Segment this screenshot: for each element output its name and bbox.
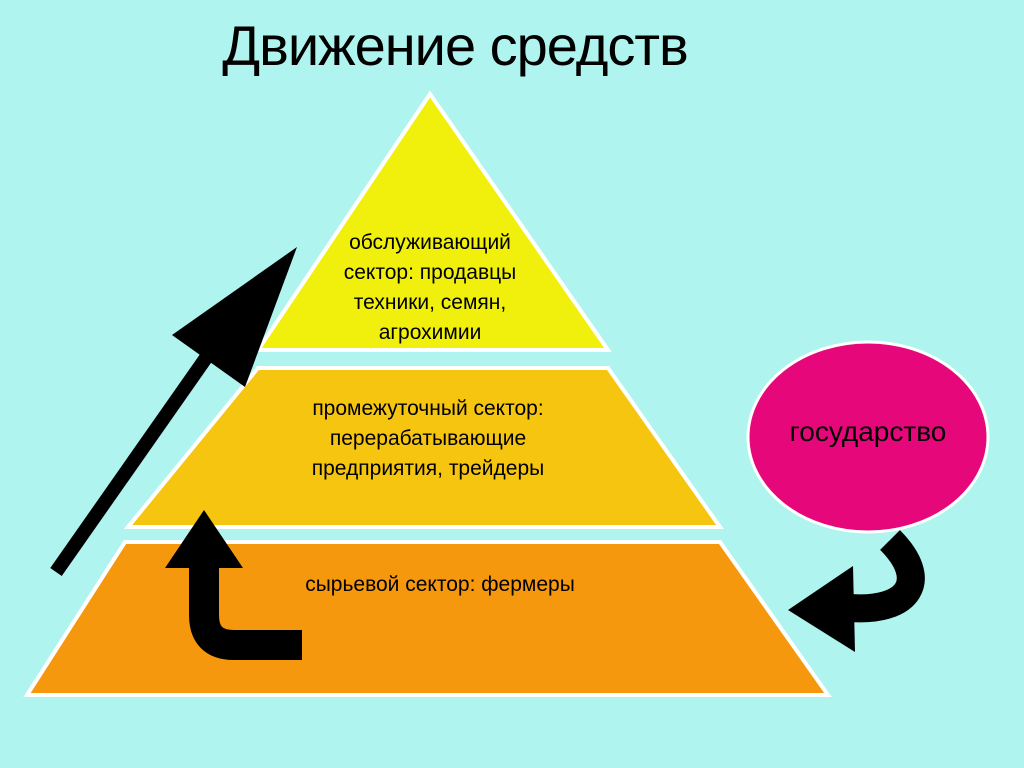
upward-arrow-icon xyxy=(50,247,297,577)
bent-up-arrow-icon xyxy=(165,510,302,660)
tier-middle-label: промежуточный сектор: перерабатывающие п… xyxy=(311,397,545,480)
tier-top-label: обслуживающий сектор: продавцы техники, … xyxy=(343,231,517,344)
tier-bottom-label: сырьевой сектор: фермеры xyxy=(305,573,575,596)
state-ellipse xyxy=(746,340,990,534)
state-label: государство xyxy=(789,416,947,447)
pyramid-tier-top xyxy=(254,90,612,352)
pyramid-tier-middle xyxy=(123,366,724,529)
page-title: Движение средств xyxy=(222,14,689,77)
pyramid-tier-bottom xyxy=(23,540,832,697)
curved-arrow-icon xyxy=(788,530,925,652)
